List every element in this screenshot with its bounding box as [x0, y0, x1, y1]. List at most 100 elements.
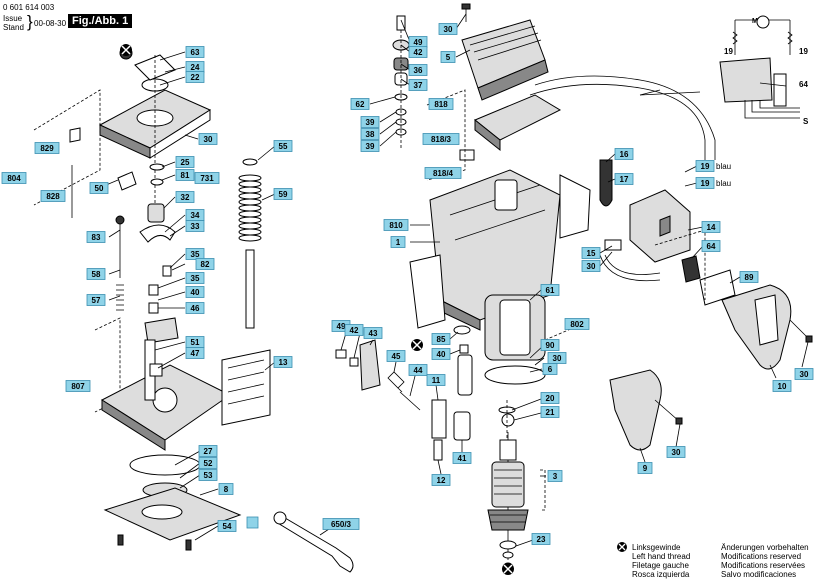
callout-box [422, 133, 460, 145]
callout-label: 731 [200, 174, 214, 183]
callout-c30d: 30 [547, 352, 567, 364]
callout-box [175, 156, 195, 168]
callout-label: 47 [191, 349, 200, 358]
callout-label: 49 [337, 322, 346, 331]
callout-box [198, 469, 218, 481]
frame-3 [540, 469, 546, 511]
callout-label: 52 [204, 459, 213, 468]
callout-c650-3: 650/3 [322, 518, 360, 530]
callout-c39b: 39 [360, 140, 380, 152]
callout-c61: 61 [540, 284, 560, 296]
callout-box [185, 286, 205, 298]
left-hand-thread-icon [411, 339, 423, 351]
callout-label: 19 [701, 179, 710, 188]
callout-label: 81 [181, 171, 190, 180]
callout-label: 30 [204, 135, 213, 144]
motor-housing-part-1 [409, 169, 591, 331]
callout-box [198, 457, 218, 469]
callout-label: 44 [414, 366, 423, 375]
callout-c83: 83 [86, 231, 106, 243]
cable-part-16 [529, 75, 716, 207]
figure-title: Fig./Abb. 1 [68, 14, 133, 28]
callout-label: 36 [414, 66, 423, 75]
callout-label: 53 [204, 471, 213, 480]
callout-c804: 804 [1, 172, 27, 184]
callout-c42a: 42 [408, 46, 428, 58]
callout-label: 16 [620, 150, 629, 159]
callout-box [350, 98, 370, 110]
callout-c1: 1 [390, 236, 406, 248]
legend-left-line-3: Filetage gauche [632, 561, 689, 570]
callout-box [426, 374, 446, 386]
callout-c85: 85 [431, 333, 451, 345]
callout-label: 24 [191, 63, 200, 72]
callout-box [408, 79, 428, 91]
callout-label: 650/3 [331, 520, 352, 529]
callout-box [175, 191, 195, 203]
callout-c39a: 39 [360, 116, 380, 128]
callout-box [581, 247, 601, 259]
callout-label: 63 [191, 48, 200, 57]
callout-label: 42 [350, 326, 359, 335]
left-hand-thread-icon [502, 563, 514, 575]
callout-box [86, 294, 106, 306]
callout-c9: 9 [637, 462, 653, 474]
callout-box [273, 188, 293, 200]
callout-c5: 5 [440, 51, 456, 63]
base-plate-assembly [100, 339, 271, 551]
leader-lines [98, 13, 809, 547]
callout-box [344, 324, 364, 336]
callout-box [540, 284, 560, 296]
callout-c15: 15 [581, 247, 601, 259]
callout-box [185, 248, 205, 260]
callout-c53: 53 [198, 469, 218, 481]
callout-c818a: 818 [428, 98, 454, 110]
callout-box [431, 348, 451, 360]
legend-right-line-2: Modifications reserved [721, 552, 802, 561]
callout-box [581, 260, 601, 272]
callout-c41: 41 [452, 452, 472, 464]
callout-box [86, 268, 106, 280]
callout-c802: 802 [564, 318, 590, 330]
callout-box [198, 445, 218, 457]
callout-box [547, 470, 563, 482]
callout-c30e: 30 [794, 368, 814, 380]
legend-left: Linksgewinde Left hand thread Filetage g… [632, 543, 690, 579]
legend-right-line-1: Änderungen vorbehalten [721, 543, 809, 552]
callout-c51: 51 [185, 336, 205, 348]
callout-label: 14 [707, 223, 716, 232]
callout-box [794, 368, 814, 380]
callout-c35b: 35 [185, 272, 205, 284]
callout-c731: 731 [194, 172, 220, 184]
left-hand-thread-icon [120, 44, 132, 56]
callout-label: 83 [92, 233, 101, 242]
callout-label: 32 [181, 193, 190, 202]
callout-c11: 11 [426, 374, 446, 386]
wiring-label-s: S [803, 117, 809, 126]
callout-box [175, 169, 195, 181]
callout-c25: 25 [175, 156, 195, 168]
callout-box [540, 406, 560, 418]
callout-label: 30 [553, 354, 562, 363]
callout-label: 33 [191, 222, 200, 231]
callout-box [424, 167, 462, 179]
handle-part-9 [609, 369, 683, 451]
callout-label: 807 [71, 382, 85, 391]
callout-box [695, 160, 715, 172]
legend-right-line-4: Salvo modificaciones [721, 570, 797, 579]
callout-c34: 34 [185, 209, 205, 221]
callout-label: 27 [204, 447, 213, 456]
callout-label: 38 [366, 130, 375, 139]
handle-part-10 [721, 284, 813, 370]
callout-label: 21 [546, 408, 555, 417]
callout-c46: 46 [185, 302, 205, 314]
callout-c33: 33 [185, 220, 205, 232]
callout-box [218, 483, 234, 495]
callout-box [701, 221, 721, 233]
callout-box [540, 339, 560, 351]
callout-label: 818/3 [431, 135, 452, 144]
callout-c59: 59 [273, 188, 293, 200]
spanner-part-650-3 [273, 511, 354, 573]
